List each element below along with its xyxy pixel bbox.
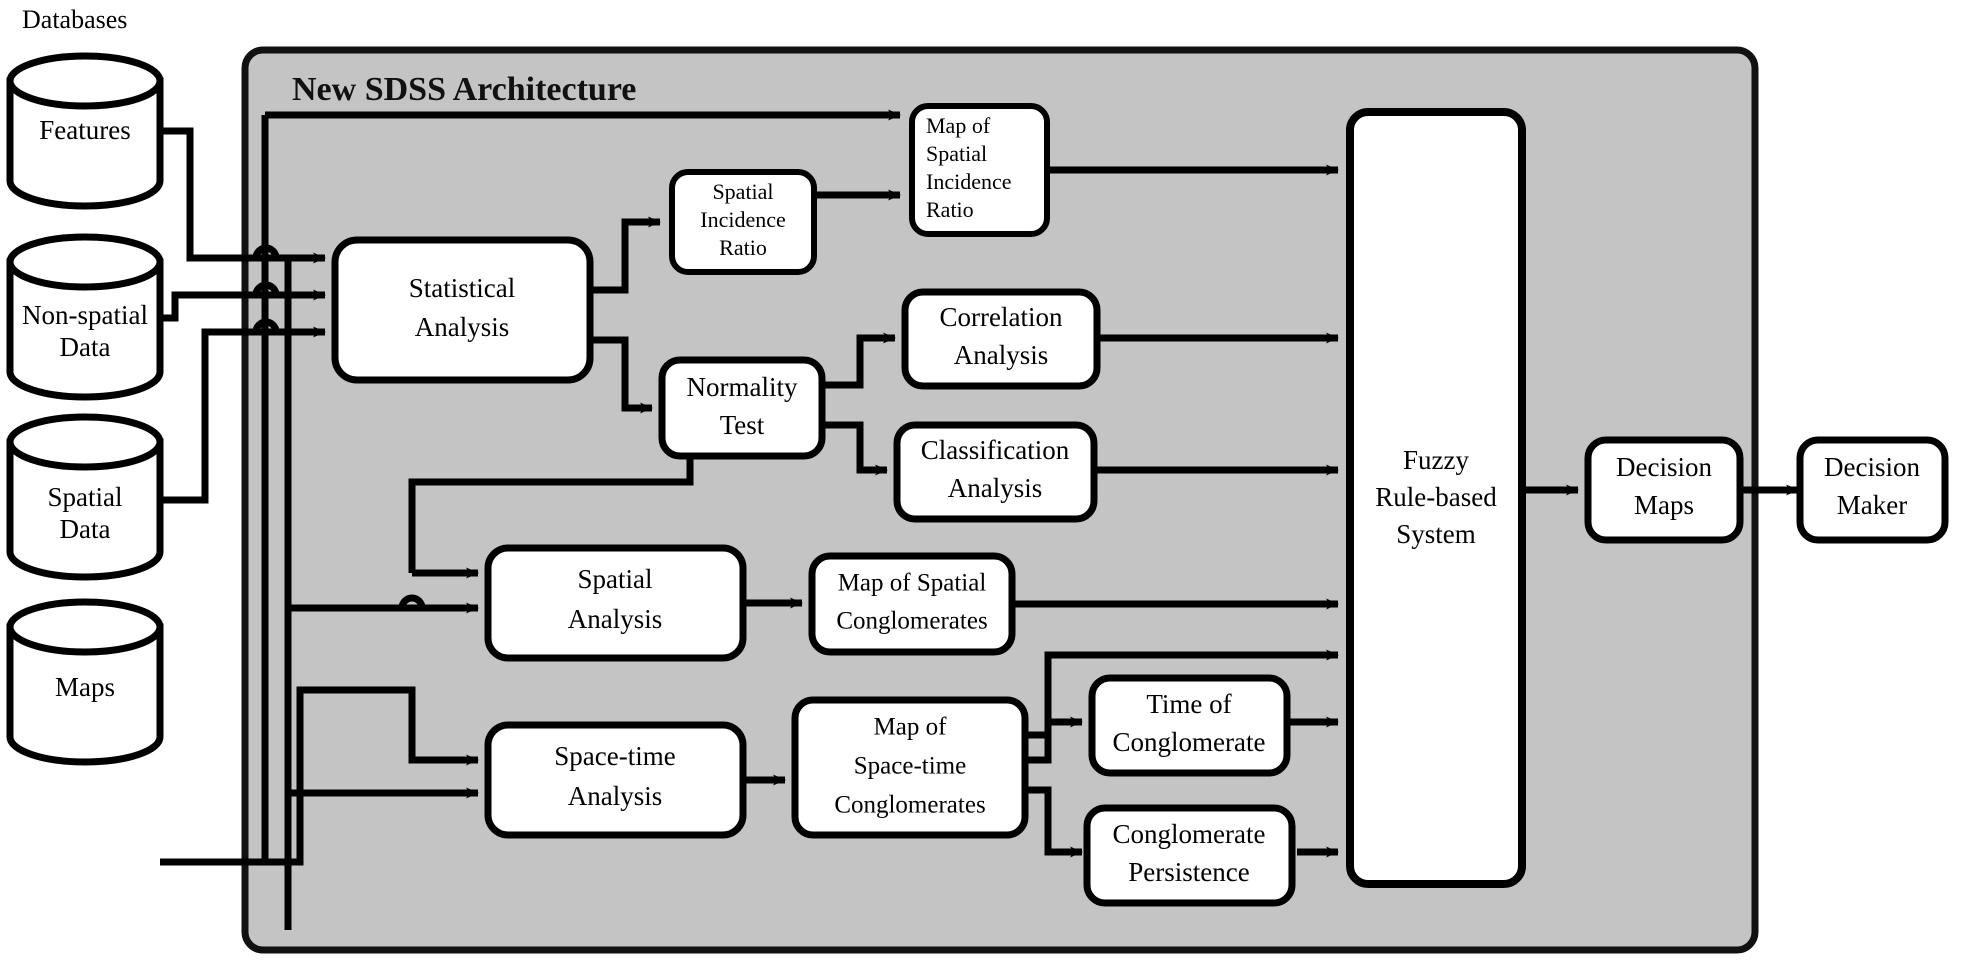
normality-test-label-2: Test xyxy=(720,410,765,440)
database-maps-label: Maps xyxy=(55,672,115,702)
spatial-analysis-label-1: Spatial xyxy=(578,564,653,594)
database-spatial-data[interactable]: Spatial Data xyxy=(6,413,164,581)
database-features-label: Features xyxy=(39,115,130,145)
map-of-spatial-incidence-ratio-label-4: Ratio xyxy=(926,197,974,222)
database-spatial-data-label-1: Spatial xyxy=(48,482,123,512)
databases-caption: Databases xyxy=(22,5,127,34)
statistical-analysis-label-1: Statistical xyxy=(409,273,515,303)
spatial-incidence-ratio-label-2: Incidence xyxy=(700,207,786,232)
time-of-conglomerate-label-2: Conglomerate xyxy=(1113,727,1266,757)
fuzzy-rule-based-system-label-2: Rule-based xyxy=(1375,482,1497,512)
database-spatial-data-label-2: Data xyxy=(60,514,111,544)
decision-maker-label-1: Decision xyxy=(1824,452,1920,482)
node-spatial-analysis[interactable]: Spatial Analysis xyxy=(484,544,747,662)
node-space-time-analysis[interactable]: Space-time Analysis xyxy=(484,721,747,839)
databases-group: Features Non-spatial Data Spatial Data M… xyxy=(6,52,164,766)
node-classification-analysis[interactable]: Classification Analysis xyxy=(893,421,1098,523)
map-of-spatial-conglomerates-label-2: Conglomerates xyxy=(836,608,987,635)
conglomerate-persistence-label-2: Persistence xyxy=(1128,857,1249,887)
map-of-space-time-conglomerates-label-3: Conglomerates xyxy=(834,792,985,819)
nodes-group: Statistical Analysis Spatial Incidence R… xyxy=(331,103,1949,907)
node-fuzzy-rule-based-system[interactable]: Fuzzy Rule-based System xyxy=(1346,108,1526,888)
database-non-spatial-data[interactable]: Non-spatial Data xyxy=(6,233,164,401)
node-statistical-analysis[interactable]: Statistical Analysis xyxy=(331,236,594,384)
conglomerate-persistence-label-1: Conglomerate xyxy=(1113,819,1266,849)
correlation-analysis-label-2: Analysis xyxy=(954,340,1049,370)
spatial-incidence-ratio-label-3: Ratio xyxy=(719,235,767,260)
fuzzy-rule-based-system-label-3: System xyxy=(1396,519,1476,549)
space-time-analysis-label-2: Analysis xyxy=(568,781,663,811)
node-map-of-spatial-conglomerates[interactable]: Map of Spatial Conglomerates xyxy=(808,552,1016,656)
map-of-spatial-incidence-ratio-label-1: Map of xyxy=(926,113,991,138)
time-of-conglomerate-label-1: Time of xyxy=(1146,689,1231,719)
page-title: New SDSS Architecture xyxy=(292,71,636,108)
decision-maps-label-2: Maps xyxy=(1634,490,1694,520)
node-map-of-space-time-conglomerates[interactable]: Map of Space-time Conglomerates xyxy=(791,696,1029,839)
database-non-spatial-data-label-2: Data xyxy=(60,332,111,362)
node-map-of-spatial-incidence-ratio[interactable]: Map of Spatial Incidence Ratio xyxy=(909,103,1050,237)
correlation-analysis-label-1: Correlation xyxy=(940,302,1063,332)
decision-maps-label-1: Decision xyxy=(1616,452,1712,482)
database-maps[interactable]: Maps xyxy=(6,598,164,766)
map-of-spatial-incidence-ratio-label-2: Spatial xyxy=(926,141,987,166)
database-features[interactable]: Features xyxy=(6,52,164,210)
line-hop-arcs xyxy=(252,244,426,609)
decision-maker-label-2: Maker xyxy=(1837,490,1907,520)
connector-lines xyxy=(160,109,1799,930)
map-of-space-time-conglomerates-label-1: Map of xyxy=(874,714,948,741)
classification-analysis-label-1: Classification xyxy=(921,435,1070,465)
node-decision-maker[interactable]: Decision Maker xyxy=(1796,436,1949,544)
spatial-analysis-label-2: Analysis xyxy=(568,604,663,634)
map-of-space-time-conglomerates-label-2: Space-time xyxy=(854,753,966,780)
normality-test-label-1: Normality xyxy=(687,372,798,402)
statistical-analysis-label-2: Analysis xyxy=(415,312,510,342)
node-time-of-conglomerate[interactable]: Time of Conglomerate xyxy=(1088,674,1291,777)
node-spatial-incidence-ratio[interactable]: Spatial Incidence Ratio xyxy=(669,169,817,275)
map-of-spatial-conglomerates-label-1: Map of Spatial xyxy=(838,570,987,597)
map-of-spatial-incidence-ratio-label-3: Incidence xyxy=(926,169,1012,194)
classification-analysis-label-2: Analysis xyxy=(948,473,1043,503)
node-correlation-analysis[interactable]: Correlation Analysis xyxy=(901,288,1101,390)
node-normality-test[interactable]: Normality Test xyxy=(658,356,826,460)
database-non-spatial-data-label-1: Non-spatial xyxy=(22,300,148,330)
space-time-analysis-label-1: Space-time xyxy=(554,741,675,771)
node-conglomerate-persistence[interactable]: Conglomerate Persistence xyxy=(1083,804,1296,907)
fuzzy-rule-based-system-label-1: Fuzzy xyxy=(1403,445,1469,475)
node-decision-maps[interactable]: Decision Maps xyxy=(1584,436,1744,544)
spatial-incidence-ratio-label-1: Spatial xyxy=(712,179,773,204)
